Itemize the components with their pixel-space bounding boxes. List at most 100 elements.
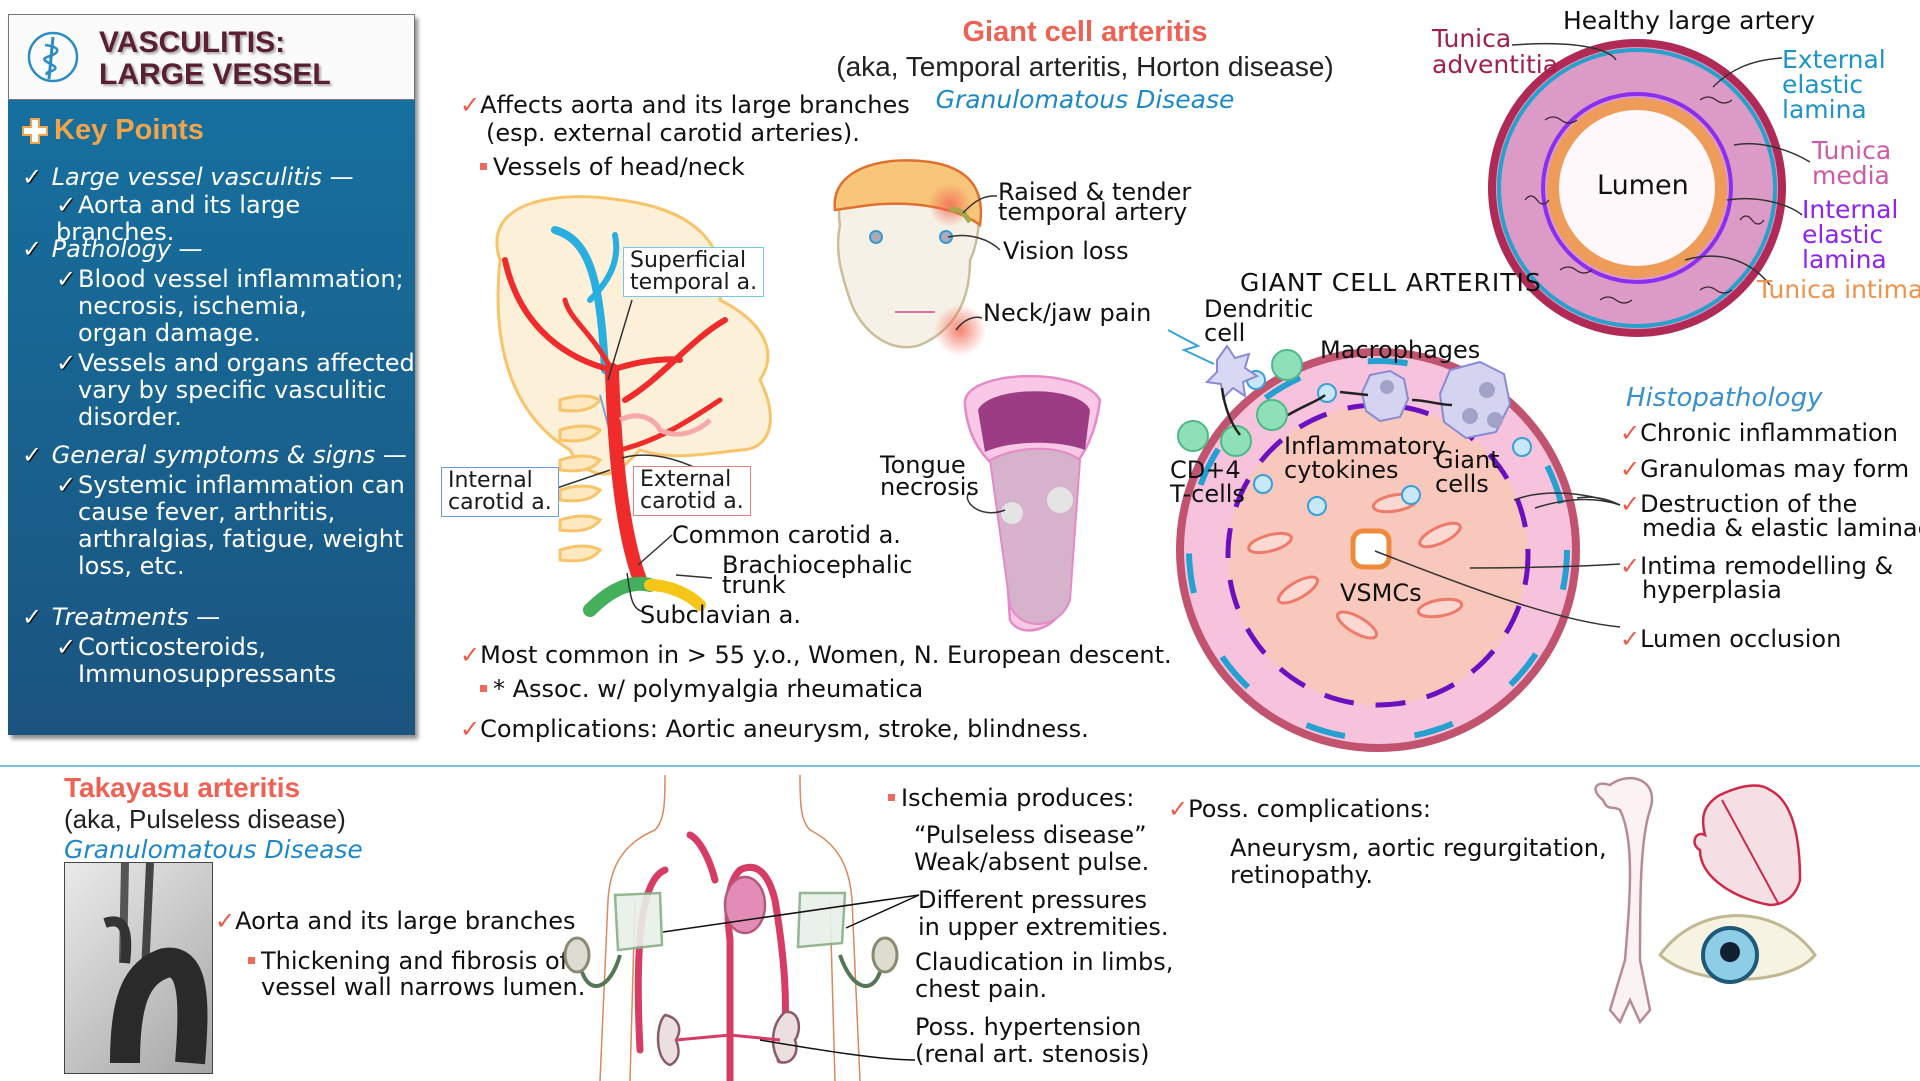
item-text: arthralgias, fatigue, weight [78,525,404,553]
aorta-icon [1594,776,1654,1025]
text: Superficial [630,248,747,273]
check-icon: ✓ [56,349,77,377]
gca-aka: (aka, Temporal arteritis, Horton disease… [836,51,1334,82]
section-heading: ✓ Treatments — [22,604,220,631]
plus-icon [22,117,48,144]
item-text: Systemic inflammation can [78,471,405,499]
section-heading: ✓ General symptoms & signs — [22,442,407,469]
vsmcs-label: VSMCs [1340,579,1422,607]
mouth [963,375,1102,632]
text: Weak/absent pulse. [914,848,1150,876]
brachiocephalic-label: Brachiocephalic trunk [722,553,912,599]
giant-cell [1438,360,1512,440]
angiogram-image [64,862,213,1074]
panel-header: VASCULITIS: LARGE VESSEL [8,14,415,100]
text: Affects aorta and its large branches [480,91,910,119]
text: Different pressures [918,886,1147,914]
macrophage [1360,369,1410,423]
tunica-intima-label: Tunica intima [1757,275,1920,304]
gca-association: * Assoc. w/ polymyalgia rheumatica [480,676,923,702]
cd4-t-cells-label: CD+4 T-cells [1170,458,1245,506]
list-item: ✓Vessels and organs affected vary by spe… [56,350,415,431]
external-carotid-label: External carotid a. [633,466,751,516]
cervical-spine [558,394,603,563]
common-carotid-label: Common carotid a. [672,521,901,549]
text: Claudication in limbs, [915,948,1174,976]
gca-demographics: ✓Most common in > 55 y.o., Women, N. Eur… [460,642,1172,668]
external-elastic-lamina-label: External elastic lamina [1782,47,1886,122]
eye-left [869,230,883,244]
text: (renal art. stenosis) [915,1040,1150,1068]
internal-elastic-lamina-label: Internal elastic lamina [1802,197,1898,272]
title-line-1: VASCULITIS: [99,26,286,59]
gca-complications: ✓Complications: Aortic aneurysm, stroke,… [460,716,1089,742]
eye-icon [1657,914,1817,981]
hypertension-text: Poss. hypertension (renal art. stenosis) [915,1014,1150,1068]
text: cytokines [1284,456,1399,484]
text: Most common in > 55 y.o., Women, N. Euro… [480,641,1172,669]
bp-cuffs [613,891,847,952]
check-icon: ✓ [56,471,77,499]
eye-right [939,230,953,244]
text: Internal [448,468,533,493]
item-text: organ damage. [78,319,261,347]
text: Dendritic [1204,295,1314,323]
takayasu-aorta: ✓Aorta and its large branches [215,908,576,934]
text: elastic [1782,70,1864,99]
check-icon: ✓ [460,641,481,669]
key-points-panel: VASCULITIS: LARGE VESSEL Key Points ✓ La… [8,14,415,735]
neck-jaw-pain-label: Neck/jaw pain [983,299,1152,327]
histo-item: ✓Intima remodelling &hyperplasia [1620,554,1893,602]
text: in upper extremities. [918,913,1169,941]
text: carotid a. [448,490,552,515]
takayasu-thickening: Thickening and fibrosis of vessel wall n… [248,948,585,1000]
key-points-label: Key Points [54,114,204,146]
bullet-icon [248,956,255,964]
heart [723,875,767,935]
histopathology-heading: Histopathology [1626,383,1823,413]
occluded-lumen [1350,528,1392,570]
pulseless-text: “Pulseless disease” Weak/absent pulse. [914,822,1149,876]
heart-icon [1693,784,1802,907]
raised-temporal-label: Raised & tender temporal artery [998,180,1191,224]
check-icon: ✓ [56,265,77,293]
section-heading: ✓ Pathology — [22,236,203,263]
text: lamina [1782,95,1867,124]
bullet-icon [480,162,487,170]
heading-text: Pathology — [51,235,203,263]
text: media [1812,161,1890,190]
gca-affects: ✓Affects aorta and its large branches [460,92,910,118]
text: retinopathy. [1230,861,1374,889]
list-item: ✓Blood vessel inflammation; necrosis, is… [56,266,404,347]
text: lamina [1802,245,1887,274]
text: vessel wall narrows lumen. [261,973,586,1001]
hair [833,159,983,228]
item-text: Vessels and organs affected [78,349,415,377]
poss-complications-text: Aneurysm, aortic regurgitation, retinopa… [1230,835,1607,889]
text: T-cells [1170,480,1245,508]
text: trunk [722,571,786,599]
page-title: VASCULITIS: LARGE VESSEL [99,27,331,91]
text: elastic [1802,220,1884,249]
ischemia-heading: Ischemia produces: [888,785,1134,811]
skull-outline [495,195,772,476]
text: Ischemia produces: [901,784,1135,812]
claudication-text: Claudication in limbs, chest pain. [915,949,1173,1003]
text: Granulomas may form [1640,455,1910,483]
list-item: ✓Systemic inflammation can cause fever, … [56,472,405,580]
superficial-temporal-label: Superficial temporal a. [623,247,765,297]
text: hyperplasia [1642,576,1782,604]
dendritic-cell-label: Dendritic cell [1204,297,1314,345]
text: Thickening and fibrosis of [261,947,569,975]
check-icon: ✓ [1620,625,1641,653]
takayasu-type: Granulomatous Disease [64,835,363,864]
arteries [634,831,789,1081]
takayasu-header: Takayasu arteritis (aka, Pulseless disea… [64,772,363,864]
mouth-cavity [978,391,1090,452]
leader-lines [662,894,920,1061]
heading-text: General symptoms & signs — [51,441,407,469]
check-icon: ✓ [22,235,43,263]
text: Aorta and its large branches [235,907,576,935]
vision-loss-label: Vision loss [1003,237,1129,265]
inflammatory-cytokines-label: Inflammatory cytokines [1284,434,1446,482]
